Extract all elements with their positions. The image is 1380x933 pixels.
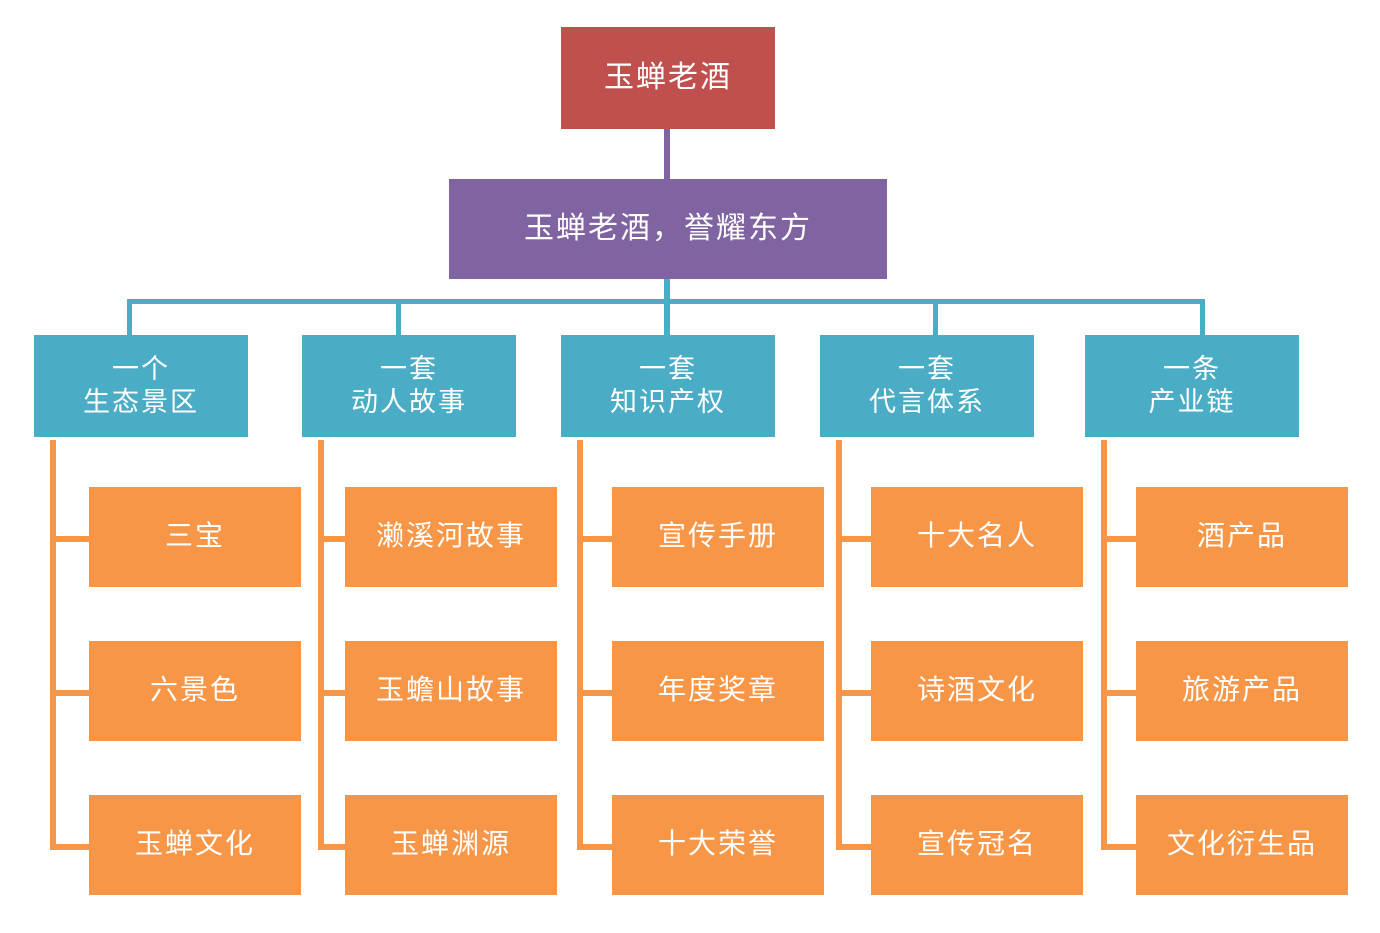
node-leaf-3-3[interactable]: 十大荣誉 bbox=[612, 795, 824, 895]
connector-stub-2-2 bbox=[318, 690, 346, 696]
node-leaf-3-1-label: 宣传手册 bbox=[657, 520, 778, 552]
node-leaf-2-2-label: 玉蟾山故事 bbox=[375, 674, 526, 706]
node-leaf-5-3[interactable]: 文化衍生品 bbox=[1136, 795, 1348, 895]
node-leaf-5-2-label: 旅游产品 bbox=[1181, 674, 1302, 706]
node-leaf-1-2-label: 六景色 bbox=[149, 674, 240, 706]
node-branch-5-line2: 产业链 bbox=[1148, 387, 1236, 417]
node-branch-2-line2: 动人故事 bbox=[351, 387, 467, 417]
connector-stub-5-2 bbox=[1101, 690, 1137, 696]
connector-stub-3-1 bbox=[577, 536, 613, 542]
connector-spine-4 bbox=[836, 440, 842, 850]
node-leaf-2-2[interactable]: 玉蟾山故事 bbox=[345, 641, 557, 741]
node-branch-5-line1: 一条 bbox=[1163, 354, 1221, 385]
node-leaf-4-1-label: 十大名人 bbox=[916, 520, 1037, 552]
connector-drop-branch-5 bbox=[1200, 299, 1205, 335]
connector-stub-4-2 bbox=[836, 690, 872, 696]
node-leaf-3-3-label: 十大荣誉 bbox=[657, 828, 778, 860]
connector-stub-5-3 bbox=[1101, 844, 1137, 850]
node-leaf-2-1[interactable]: 濑溪河故事 bbox=[345, 487, 557, 587]
node-leaf-4-2[interactable]: 诗酒文化 bbox=[871, 641, 1083, 741]
node-leaf-1-2[interactable]: 六景色 bbox=[89, 641, 301, 741]
node-branch-3-line1: 一套 bbox=[639, 354, 697, 385]
node-leaf-1-1-label: 三宝 bbox=[164, 520, 225, 552]
node-root[interactable]: 玉蝉老酒 bbox=[561, 27, 775, 129]
connector-stub-3-2 bbox=[577, 690, 613, 696]
node-branch-1[interactable]: 一个 生态景区 bbox=[34, 335, 248, 437]
node-branch-1-line1: 一个 bbox=[112, 354, 170, 385]
node-leaf-5-1-label: 酒产品 bbox=[1196, 520, 1287, 552]
node-branch-1-line2: 生态景区 bbox=[83, 387, 199, 417]
node-leaf-1-1[interactable]: 三宝 bbox=[89, 487, 301, 587]
connector-drop-branch-1 bbox=[127, 299, 132, 335]
node-leaf-3-2-label: 年度奖章 bbox=[657, 674, 778, 706]
node-leaf-2-1-label: 濑溪河故事 bbox=[375, 520, 526, 552]
node-branch-3[interactable]: 一套 知识产权 bbox=[561, 335, 775, 437]
node-branch-5[interactable]: 一条 产业链 bbox=[1085, 335, 1299, 437]
connector-spine-5 bbox=[1101, 440, 1107, 850]
node-leaf-5-2[interactable]: 旅游产品 bbox=[1136, 641, 1348, 741]
node-branch-3-line2: 知识产权 bbox=[610, 387, 726, 417]
connector-stub-5-1 bbox=[1101, 536, 1137, 542]
node-leaf-3-2[interactable]: 年度奖章 bbox=[612, 641, 824, 741]
node-leaf-4-3[interactable]: 宣传冠名 bbox=[871, 795, 1083, 895]
connector-stub-2-1 bbox=[318, 536, 346, 542]
connector-drop-branch-2 bbox=[396, 299, 401, 335]
connector-root-to-slogan bbox=[664, 129, 670, 179]
node-branch-2[interactable]: 一套 动人故事 bbox=[302, 335, 516, 437]
node-leaf-5-1[interactable]: 酒产品 bbox=[1136, 487, 1348, 587]
connector-spine-1 bbox=[50, 440, 56, 850]
node-leaf-1-3-label: 玉蝉文化 bbox=[134, 828, 255, 860]
node-slogan[interactable]: 玉蝉老酒，誉耀东方 bbox=[449, 179, 887, 279]
connector-spine-3 bbox=[577, 440, 583, 850]
node-leaf-1-3[interactable]: 玉蝉文化 bbox=[89, 795, 301, 895]
connector-drop-branch-4 bbox=[933, 299, 938, 335]
node-leaf-4-1[interactable]: 十大名人 bbox=[871, 487, 1083, 587]
node-leaf-5-3-label: 文化衍生品 bbox=[1166, 828, 1317, 860]
node-branch-2-line1: 一套 bbox=[380, 354, 438, 385]
connector-stub-2-3 bbox=[318, 844, 346, 850]
connector-slogan-stem bbox=[664, 279, 670, 303]
node-branch-4-line1: 一套 bbox=[898, 354, 956, 385]
node-branch-4-line2: 代言体系 bbox=[869, 387, 985, 417]
connector-stub-3-3 bbox=[577, 844, 613, 850]
node-leaf-3-1[interactable]: 宣传手册 bbox=[612, 487, 824, 587]
node-slogan-label: 玉蝉老酒，誉耀东方 bbox=[524, 211, 812, 245]
connector-stub-1-3 bbox=[50, 844, 90, 850]
connector-stub-4-1 bbox=[836, 536, 872, 542]
connector-stub-1-1 bbox=[50, 536, 90, 542]
connector-stub-4-3 bbox=[836, 844, 872, 850]
node-leaf-2-3-label: 玉蝉渊源 bbox=[390, 828, 511, 860]
node-root-label: 玉蝉老酒 bbox=[604, 60, 732, 94]
node-leaf-4-3-label: 宣传冠名 bbox=[916, 828, 1037, 860]
connector-stub-1-2 bbox=[50, 690, 90, 696]
node-leaf-2-3[interactable]: 玉蝉渊源 bbox=[345, 795, 557, 895]
node-branch-4[interactable]: 一套 代言体系 bbox=[820, 335, 1034, 437]
connector-drop-branch-3 bbox=[664, 299, 670, 335]
connector-spine-2 bbox=[318, 440, 324, 850]
node-leaf-4-2-label: 诗酒文化 bbox=[916, 674, 1037, 706]
